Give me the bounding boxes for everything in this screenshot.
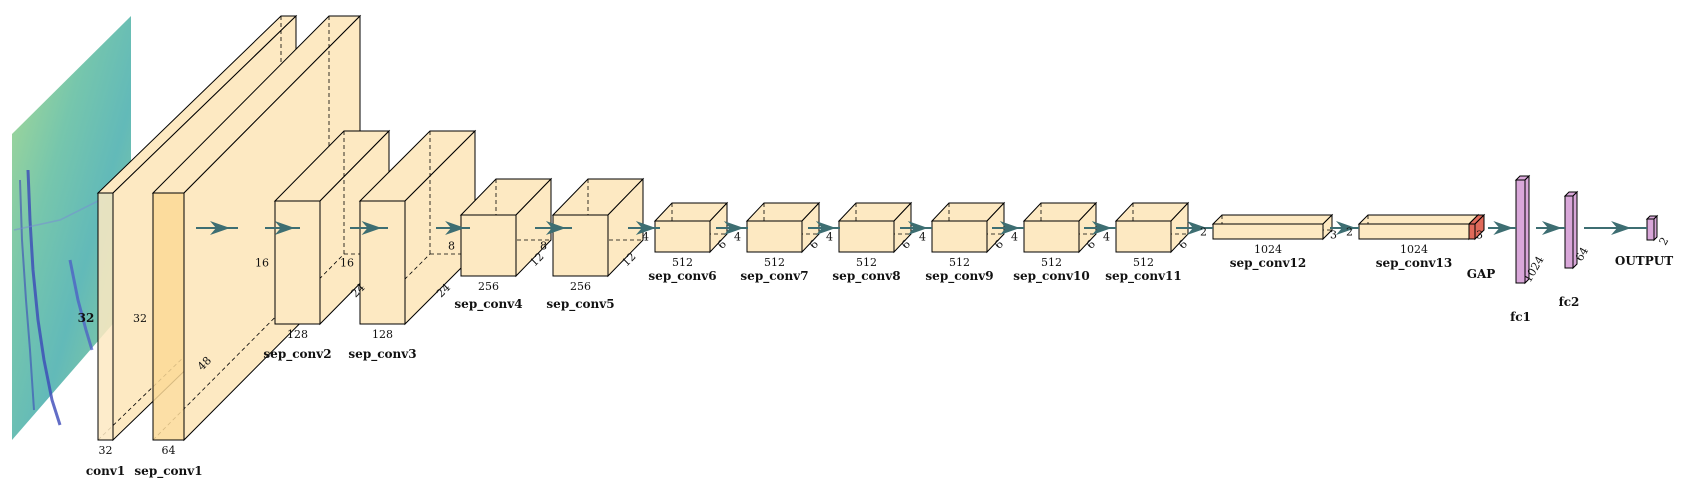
sep_conv9-name-label: sep_conv9	[925, 269, 993, 284]
sep_conv2-name-label: sep_conv2	[263, 347, 331, 362]
sep_conv5-height-label: 8	[540, 240, 547, 253]
flow-arrow	[1536, 221, 1565, 235]
sep_conv8-height-label: 4	[826, 231, 833, 244]
flow-arrow	[992, 221, 1024, 235]
sep_conv3-name-label: sep_conv3	[348, 347, 416, 362]
sep_conv13-channels-label: 1024	[1400, 243, 1428, 256]
fc2-units-label: 64	[1573, 245, 1591, 264]
sep_conv10-block	[1022, 201, 1098, 254]
flow-arrow	[436, 221, 470, 235]
conv1-channels-label: 32	[99, 444, 113, 457]
flow-arrow	[535, 221, 572, 235]
sep_conv12-height-label: 2	[1200, 226, 1207, 239]
sep_conv6-height-label: 4	[642, 231, 649, 244]
output-units-label: 2	[1657, 235, 1672, 248]
sep_conv9-height-label: 4	[919, 231, 926, 244]
sep_conv3-height-label: 16	[340, 257, 354, 270]
sep_conv13-block	[1357, 213, 1480, 241]
sep_conv11-height-label: 4	[1103, 231, 1110, 244]
sep_conv4-block	[459, 177, 553, 278]
sep_conv5-channels-label: 256	[570, 280, 591, 293]
sep_conv2-block	[273, 129, 391, 326]
sep_conv8-channels-label: 512	[856, 256, 877, 269]
sep_conv13-height-label: 2	[1346, 226, 1353, 239]
sep_conv5-name-label: sep_conv5	[546, 297, 614, 312]
flow-arrow	[716, 221, 748, 235]
sep_conv2-channels-label: 128	[287, 328, 308, 341]
sep_conv12-channels-label: 1024	[1254, 243, 1282, 256]
flow-arrow	[1488, 221, 1516, 235]
sep_conv4-height-label: 8	[448, 240, 455, 253]
flow-arrow	[1330, 221, 1359, 235]
sep_conv12-name-label: sep_conv12	[1230, 256, 1307, 271]
flow-arrow	[196, 221, 238, 235]
sep_conv12-block	[1211, 213, 1334, 241]
sep_conv10-height-label: 4	[1011, 231, 1018, 244]
sep_conv4-channels-label: 256	[478, 280, 499, 293]
sep_conv13-name-label: sep_conv13	[1376, 256, 1453, 271]
fc1-block	[1514, 174, 1531, 285]
sep_conv9-channels-label: 512	[949, 256, 970, 269]
sep_conv8-block	[837, 201, 913, 254]
conv1-name-label: conv1	[86, 464, 125, 478]
sep_conv11-name-label: sep_conv11	[1105, 269, 1182, 284]
sep_conv11-channels-label: 512	[1133, 256, 1154, 269]
flow-arrow	[1584, 221, 1647, 235]
flow-arrow	[265, 221, 300, 235]
sep_conv5-block	[551, 177, 645, 278]
flow-arrow	[808, 221, 840, 235]
sep_conv6-block	[653, 201, 729, 254]
gap-block	[1467, 213, 1486, 241]
sep_conv1-channels-label: 64	[162, 444, 176, 457]
sep_conv1-name-label: sep_conv1	[134, 464, 202, 479]
fc2-block	[1563, 190, 1579, 270]
sep_conv12-width-label: 3	[1330, 229, 1337, 242]
sep_conv1-height-label: 32	[133, 312, 147, 325]
sep_conv4-name-label: sep_conv4	[454, 297, 522, 312]
sep_conv6-name-label: sep_conv6	[648, 269, 716, 284]
flow-arrow	[1084, 221, 1116, 235]
sep_conv7-height-label: 4	[734, 231, 741, 244]
sep_conv2-height-label: 16	[255, 257, 269, 270]
flow-arrow	[350, 221, 388, 235]
fc2-name-label: fc2	[1559, 295, 1580, 309]
flow-arrow	[1176, 221, 1213, 235]
sep_conv13-width-label: 3	[1476, 229, 1483, 242]
sep_conv10-channels-label: 512	[1041, 256, 1062, 269]
fc1-name-label: fc1	[1510, 310, 1531, 324]
sep_conv10-name-label: sep_conv10	[1013, 269, 1090, 284]
flow-arrow	[628, 221, 660, 235]
sep_conv7-channels-label: 512	[764, 256, 785, 269]
sep_conv8-name-label: sep_conv8	[832, 269, 900, 284]
sep_conv7-name-label: sep_conv7	[740, 269, 808, 284]
sep_conv6-channels-label: 512	[672, 256, 693, 269]
flow-arrow	[900, 221, 932, 235]
output-block	[1645, 214, 1659, 242]
output-name-label: OUTPUT	[1615, 254, 1673, 268]
sep_conv9-block	[930, 201, 1006, 254]
gap-name-label: GAP	[1467, 267, 1496, 281]
conv1-height-label: 32	[78, 311, 95, 325]
sep_conv3-channels-label: 128	[372, 328, 393, 341]
